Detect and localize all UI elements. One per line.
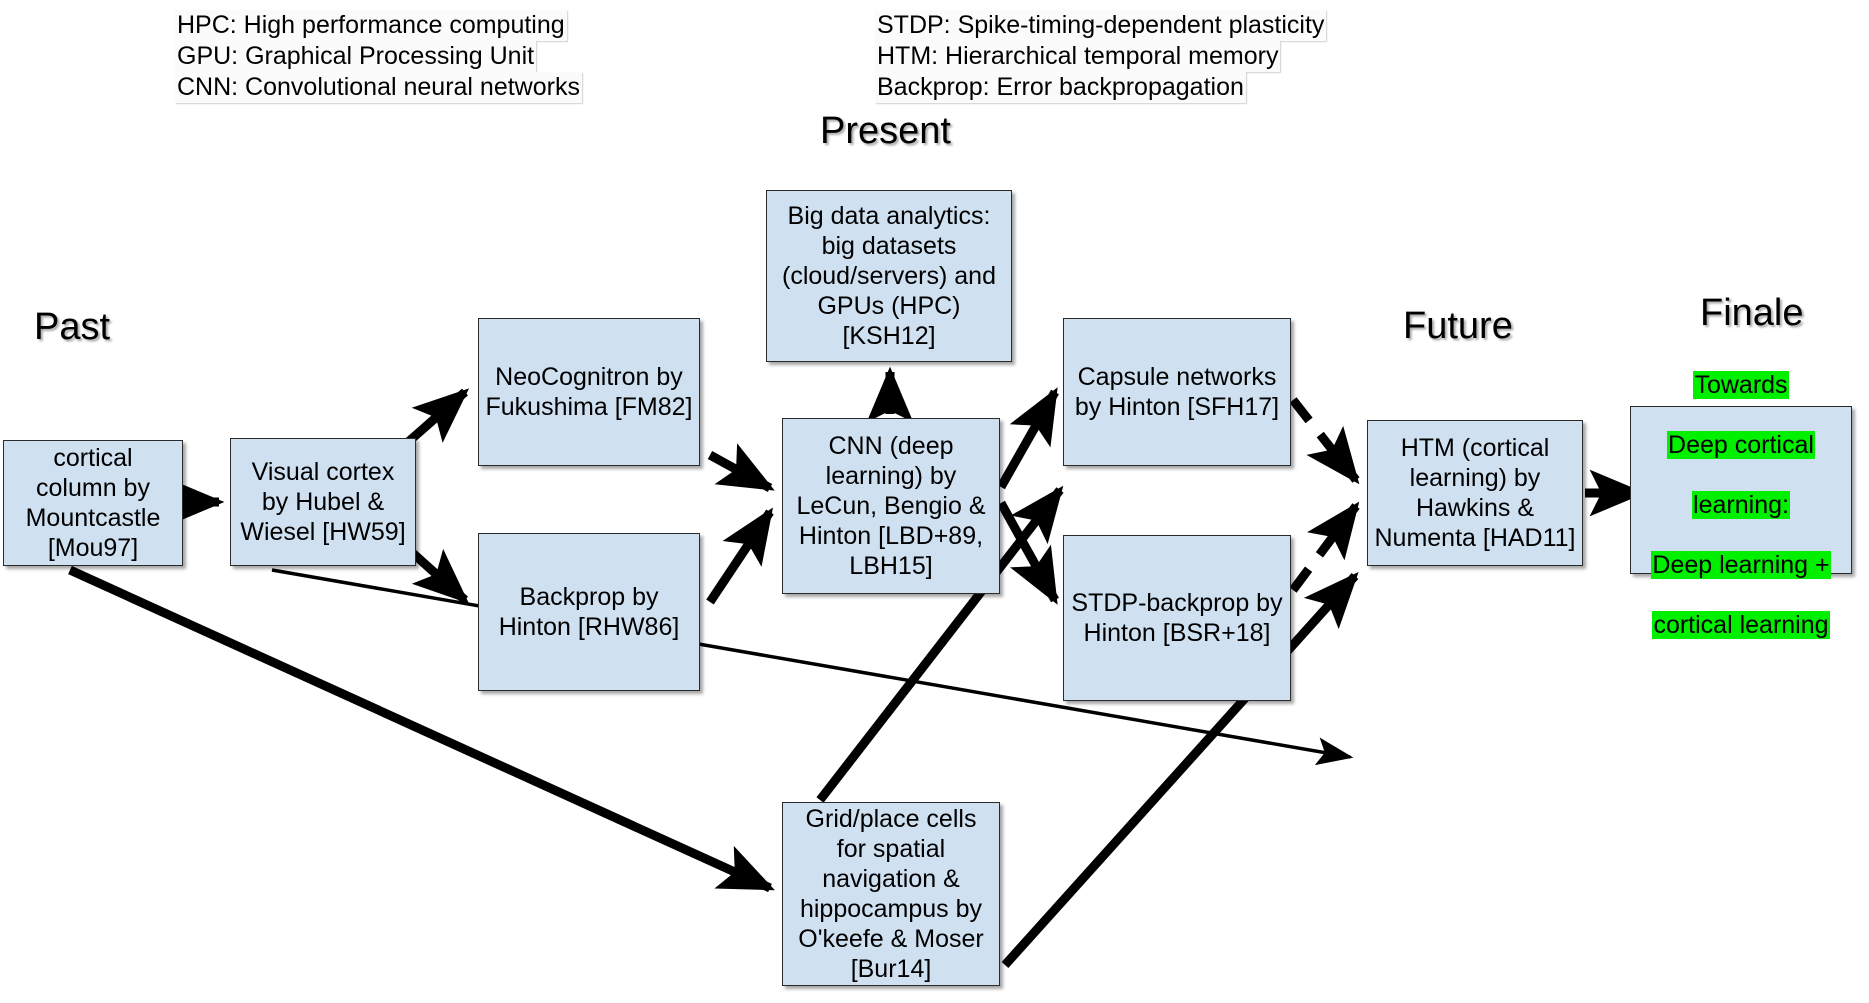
finale-line-5: cortical learning: [1652, 611, 1830, 639]
node-grid-place-cells[interactable]: Grid/place cells for spatial navigation …: [782, 802, 1000, 986]
node-backprop[interactable]: Backprop by Hinton [RHW86]: [478, 533, 700, 691]
node-finale-label: Towards Deep cortical learning: Deep lea…: [1651, 340, 1831, 640]
node-big-data[interactable]: Big data analytics: big datasets (cloud/…: [766, 190, 1012, 362]
era-label-past: Past: [34, 306, 111, 348]
edge-cnn-to-capsule: [997, 387, 1059, 490]
finale-line-2: Deep cortical: [1667, 431, 1815, 459]
edge-stdp-backprop-to-htm: [1289, 501, 1360, 593]
node-htm[interactable]: HTM (cortical learning) by Hawkins & Num…: [1367, 420, 1583, 566]
edge-backprop-to-cnn: [706, 507, 774, 605]
edge-neocognitron-to-cnn: [707, 443, 775, 492]
node-visual-cortex[interactable]: Visual cortex by Hubel & Wiesel [HW59]: [230, 438, 416, 566]
finale-line-4: Deep learning +: [1651, 551, 1831, 579]
finale-line-3: learning:: [1692, 491, 1790, 519]
node-cortical-column[interactable]: cortical column by Mountcastle [Mou97]: [3, 440, 183, 566]
legend-right-line-3: Backprop: Error backpropagation: [875, 72, 1246, 103]
legend-left-line-2: GPU: Graphical Processing Unit: [175, 41, 537, 72]
node-stdp-backprop[interactable]: STDP-backprop by Hinton [BSR+18]: [1063, 535, 1291, 701]
finale-line-1: Towards: [1693, 371, 1789, 399]
node-cortical-column-label: cortical column by Mountcastle [Mou97]: [25, 444, 161, 562]
node-visual-cortex-label: Visual cortex by Hubel & Wiesel [HW59]: [240, 458, 406, 546]
era-label-present: Present: [820, 110, 951, 152]
legend-right-line-2: HTM: Hierarchical temporal memory: [875, 41, 1281, 72]
node-cnn-label: CNN (deep learning) by LeCun, Bengio & H…: [796, 432, 986, 580]
node-backprop-label: Backprop by Hinton [RHW86]: [498, 583, 680, 641]
node-stdp-backprop-label: STDP-backprop by Hinton [BSR+18]: [1071, 589, 1283, 647]
node-grid-place-cells-label: Grid/place cells for spatial navigation …: [798, 805, 984, 983]
legend-left-line-1: HPC: High performance computing: [175, 10, 567, 41]
edge-capsule-to-htm: [1289, 397, 1360, 485]
node-big-data-label: Big data analytics: big datasets (cloud/…: [782, 202, 996, 350]
legend-left: HPC: High performance computing GPU: Gra…: [175, 10, 582, 103]
node-neocognitron[interactable]: NeoCognitron by Fukushima [FM82]: [478, 318, 700, 466]
era-label-finale: Finale: [1700, 292, 1804, 334]
node-htm-label: HTM (cortical learning) by Hawkins & Num…: [1374, 434, 1576, 552]
legend-right-line-1: STDP: Spike-timing-dependent plasticity: [875, 10, 1327, 41]
node-cnn[interactable]: CNN (deep learning) by LeCun, Bengio & H…: [782, 418, 1000, 594]
era-label-future: Future: [1403, 305, 1513, 347]
node-capsule[interactable]: Capsule networks by Hinton [SFH17]: [1063, 318, 1291, 466]
legend-right: STDP: Spike-timing-dependent plasticity …: [875, 10, 1327, 103]
legend-left-line-3: CNN: Convolutional neural networks: [175, 72, 582, 103]
node-capsule-label: Capsule networks by Hinton [SFH17]: [1074, 363, 1280, 421]
edge-cnn-to-stdp-backprop: [997, 500, 1059, 605]
node-finale[interactable]: Towards Deep cortical learning: Deep lea…: [1630, 371, 1852, 639]
node-neocognitron-label: NeoCognitron by Fukushima [FM82]: [485, 363, 693, 421]
